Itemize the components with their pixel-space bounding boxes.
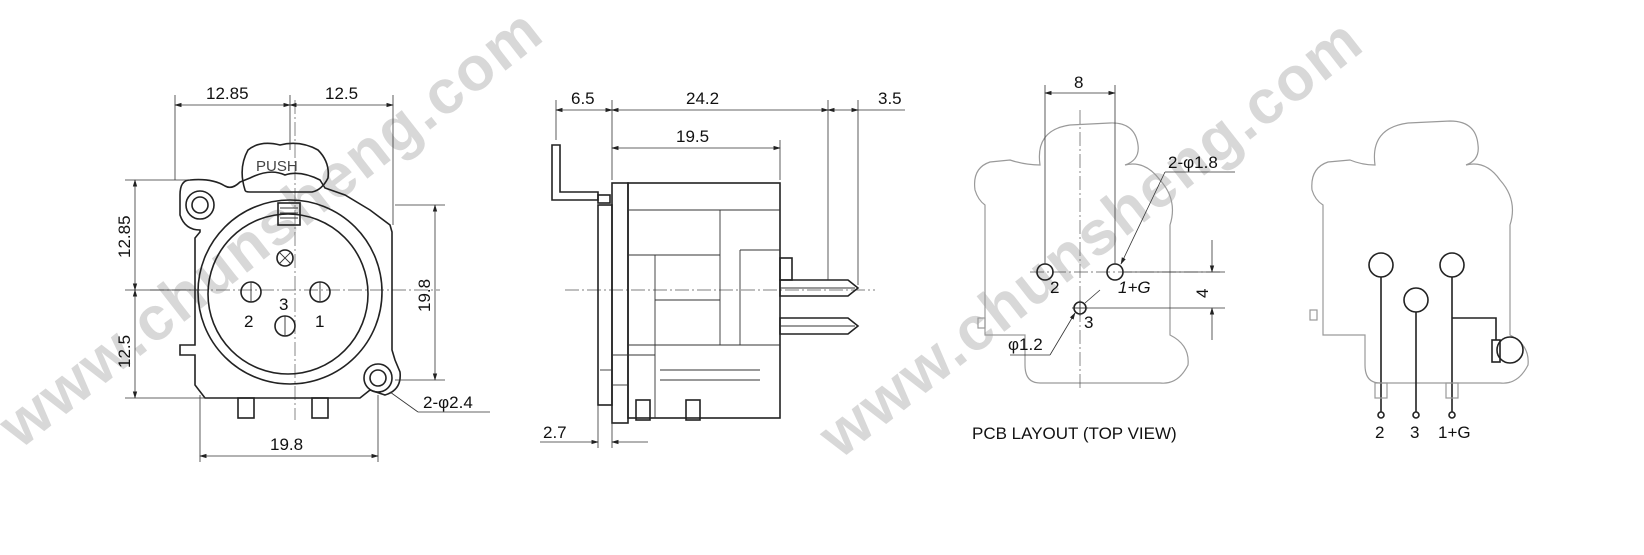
dim-front-top-left: 12.85 xyxy=(206,84,249,103)
dim-side-3-5: 3.5 xyxy=(878,89,902,108)
front-insert xyxy=(207,213,369,375)
pcb-pin-label-3: 3 xyxy=(1084,313,1093,332)
dim-front-left-lower: 12.5 xyxy=(115,335,134,368)
pcb-pin-label-2: 2 xyxy=(1050,278,1059,297)
dim-side-2-7: 2.7 xyxy=(543,423,567,442)
dim-pcb-8: 8 xyxy=(1074,73,1083,92)
pcb-layout-title: PCB LAYOUT (TOP VIEW) xyxy=(972,424,1177,443)
pcb-hole-note-small: φ1.2 xyxy=(1008,335,1043,354)
dim-side-6-5: 6.5 xyxy=(571,89,595,108)
dim-side-24-2: 24.2 xyxy=(686,89,719,108)
front-hole-note: 2-φ2.4 xyxy=(423,393,473,412)
pcb-layout-view: 2 1+G 3 8 4 2-φ1.8 φ1.2 PCB LAYOUT (TOP … xyxy=(972,73,1235,443)
dim-pcb-4: 4 xyxy=(1193,289,1212,298)
schematic-pin-label-1g: 1+G xyxy=(1438,423,1471,442)
pcb-pin-label-1g: 1+G xyxy=(1118,278,1151,297)
dim-front-right-height: 19.8 xyxy=(415,279,434,312)
side-rear-pin-lower xyxy=(779,317,860,335)
pcb-hole-note-large: 2-φ1.8 xyxy=(1168,153,1218,172)
schematic-pin-1g-pad xyxy=(1439,252,1465,278)
side-flange xyxy=(597,204,613,406)
front-pin-label-2: 2 xyxy=(244,312,253,331)
schematic-pin-3-pad xyxy=(1403,287,1429,313)
dim-front-top-right: 12.5 xyxy=(325,84,358,103)
push-latch xyxy=(241,142,330,193)
schematic-pin-label-2: 2 xyxy=(1375,423,1384,442)
front-pin-label-3: 3 xyxy=(279,295,288,314)
schematic-view: 2 3 1+G xyxy=(1309,120,1529,442)
schematic-outline xyxy=(1311,120,1529,384)
front-outer-ring xyxy=(197,199,383,385)
watermark-2: www.chunsheng.com xyxy=(805,5,1375,472)
dim-front-left-upper: 12.85 xyxy=(115,215,134,258)
front-pin-label-1: 1 xyxy=(315,312,324,331)
dim-side-19-5: 19.5 xyxy=(676,127,709,146)
mount-hole-top-left xyxy=(185,190,215,220)
pcb-footprint-outline xyxy=(973,122,1189,384)
front-view: PUSH 2 3 1 xyxy=(115,84,490,462)
mount-hole-bottom-right xyxy=(363,363,393,393)
push-label: PUSH xyxy=(256,158,298,175)
side-rear-pin-upper xyxy=(779,279,860,297)
side-view: 6.5 24.2 3.5 19.5 2.7 xyxy=(540,89,905,448)
schematic-pin-2-pad xyxy=(1368,252,1394,278)
side-housing xyxy=(627,182,781,419)
schematic-pin-label-3: 3 xyxy=(1410,423,1419,442)
dim-front-bottom-width: 19.8 xyxy=(270,435,303,454)
front-flange-outline xyxy=(179,171,402,399)
